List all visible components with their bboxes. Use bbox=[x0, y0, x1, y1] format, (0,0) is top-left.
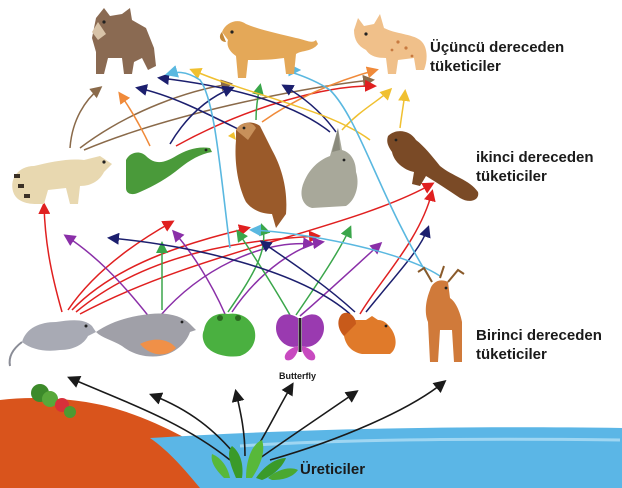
wolf-icon bbox=[92, 8, 156, 74]
label-line: Üçüncü dereceden bbox=[430, 38, 564, 57]
bird-icon bbox=[96, 313, 196, 356]
arrow bbox=[174, 232, 225, 314]
primary-to-secondary-arrows bbox=[44, 184, 440, 318]
rabbit-icon bbox=[301, 128, 357, 208]
producers-label: Üreticiler bbox=[300, 460, 365, 479]
second-level-consumers-label: ikinci dereceden tüketiciler bbox=[476, 148, 594, 186]
arrow bbox=[80, 84, 230, 148]
mouse-icon bbox=[10, 320, 96, 366]
civet-icon bbox=[12, 156, 112, 204]
arrow bbox=[366, 228, 428, 312]
label-line: Birinci dereceden bbox=[476, 326, 602, 345]
first-level-consumers-label: Birinci dereceden tüketiciler bbox=[476, 326, 602, 364]
lizard-icon bbox=[126, 147, 212, 194]
arrow bbox=[44, 205, 62, 312]
butterfly-label: Butterfly bbox=[279, 371, 316, 381]
squirrel-icon bbox=[338, 313, 395, 354]
arrow bbox=[138, 88, 240, 130]
water bbox=[150, 427, 622, 488]
marten-icon bbox=[387, 131, 478, 201]
lynx-icon bbox=[354, 14, 427, 74]
butterfly-icon bbox=[276, 314, 324, 360]
arrow bbox=[262, 242, 355, 312]
label-line: tüketiciler bbox=[430, 57, 564, 76]
label-line: tüketiciler bbox=[476, 167, 594, 186]
arrow bbox=[70, 88, 100, 148]
cougar-icon bbox=[220, 21, 318, 78]
third-level-consumers-label: Üçüncü dereceden tüketiciler bbox=[430, 38, 564, 76]
frog-icon bbox=[203, 314, 256, 357]
arrow bbox=[66, 236, 150, 318]
arrow bbox=[228, 226, 264, 312]
arrow bbox=[72, 228, 248, 310]
label-line: tüketiciler bbox=[476, 345, 602, 364]
arrow bbox=[400, 92, 405, 128]
arrow bbox=[110, 238, 350, 314]
deer-icon bbox=[418, 266, 464, 362]
hawk-icon bbox=[228, 123, 286, 228]
label-line: ikinci dereceden bbox=[476, 148, 594, 167]
arrow bbox=[256, 86, 260, 120]
arrow bbox=[342, 90, 390, 130]
